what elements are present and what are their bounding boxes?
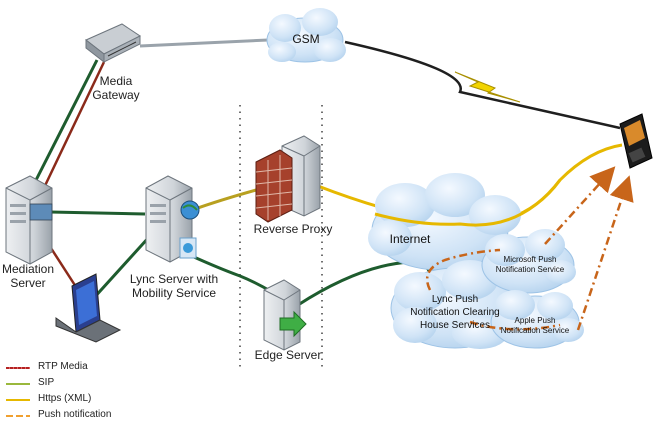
edge-server-icon xyxy=(263,279,307,351)
lync-server-label-line-1: Lync Server with xyxy=(129,272,219,286)
apple-push-label-line-2: Notification Service xyxy=(500,326,570,335)
push-arrow-ms-to-phone xyxy=(544,166,616,245)
gsm-to-phone-line xyxy=(344,40,621,130)
reverse-proxy-label: Reverse Proxy xyxy=(253,222,333,236)
push-arrow-from-lync xyxy=(425,248,501,291)
legend-item-rtp-media: RTP Media xyxy=(4,360,164,376)
lync-server-label-line-2: Mobility Service xyxy=(131,286,217,300)
legend-label: Https (XML) xyxy=(38,393,92,404)
lync-push-label-line-3: House Services xyxy=(419,320,491,331)
internet-label: Internet xyxy=(389,232,431,246)
lightning-icon xyxy=(454,71,521,103)
media-gateway-label-line-2: Gateway xyxy=(92,88,140,102)
mediation-server-icon xyxy=(5,175,53,265)
mediation-server-label: Mediation Server xyxy=(0,262,56,290)
ms-push-label-line-2: Notification Service xyxy=(495,265,565,274)
lync-server-label: Lync Server with Mobility Service xyxy=(124,272,224,300)
lync-server-icon xyxy=(145,175,200,263)
microsoft-push-cloud xyxy=(481,229,576,294)
firewall-icon xyxy=(255,149,293,223)
ms-push-label-line-1: Microsoft Push xyxy=(503,255,557,264)
media-gateway-icon xyxy=(85,23,141,64)
mediation-server-label-line-1: Mediation xyxy=(1,262,55,276)
legend-swatch-rtp-media xyxy=(6,367,30,369)
lync-to-proxy-yellow xyxy=(191,188,257,212)
legend-swatch-https xyxy=(6,399,30,401)
media-gateway-label-line-1: Media xyxy=(99,74,133,88)
lync-push-label-line-1: Lync Push xyxy=(431,294,479,305)
legend-item-https: Https (XML) xyxy=(4,392,164,408)
apple-push-label-line-1: Apple Push xyxy=(514,316,556,325)
legend-swatch-push xyxy=(6,415,30,417)
media-gateway-label: Media Gateway xyxy=(86,74,146,102)
legend-swatch-sip xyxy=(6,383,30,385)
laptop-icon xyxy=(55,273,122,343)
push-arrow-lync-to-apple xyxy=(469,320,561,331)
laptop-to-lync-green xyxy=(90,234,152,302)
push-arrow-apple-to-phone xyxy=(576,175,634,331)
apple-push-label: Apple Push Notification Service xyxy=(495,316,575,336)
gsm-cloud xyxy=(266,8,346,63)
legend-item-sip: SIP xyxy=(4,376,164,392)
gateway-to-mediation-green xyxy=(30,59,99,189)
internet-https-line xyxy=(374,179,562,227)
lync-push-label-line-2: Notification Clearing xyxy=(410,307,500,318)
gateway-to-mediation-red xyxy=(40,61,106,193)
legend-label: RTP Media xyxy=(38,361,88,372)
smartphone-icon xyxy=(619,113,653,169)
legend: RTP Media SIP Https (XML) Push notificat… xyxy=(4,360,164,424)
lync-push-label: Lync Push Notification Clearing House Se… xyxy=(405,293,505,332)
legend-label: Push notification xyxy=(38,409,112,420)
edge-server-label: Edge Server xyxy=(254,348,322,362)
mediation-server-label-line-2: Server xyxy=(10,276,46,290)
mediation-to-lync-green xyxy=(49,210,146,216)
apple-push-cloud xyxy=(490,290,584,349)
ms-push-label: Microsoft Push Notification Service xyxy=(490,255,570,275)
gateway-to-gsm-line xyxy=(139,38,269,48)
legend-item-push: Push notification xyxy=(4,408,164,424)
gsm-label: GSM xyxy=(292,32,320,46)
legend-label: SIP xyxy=(38,377,55,388)
